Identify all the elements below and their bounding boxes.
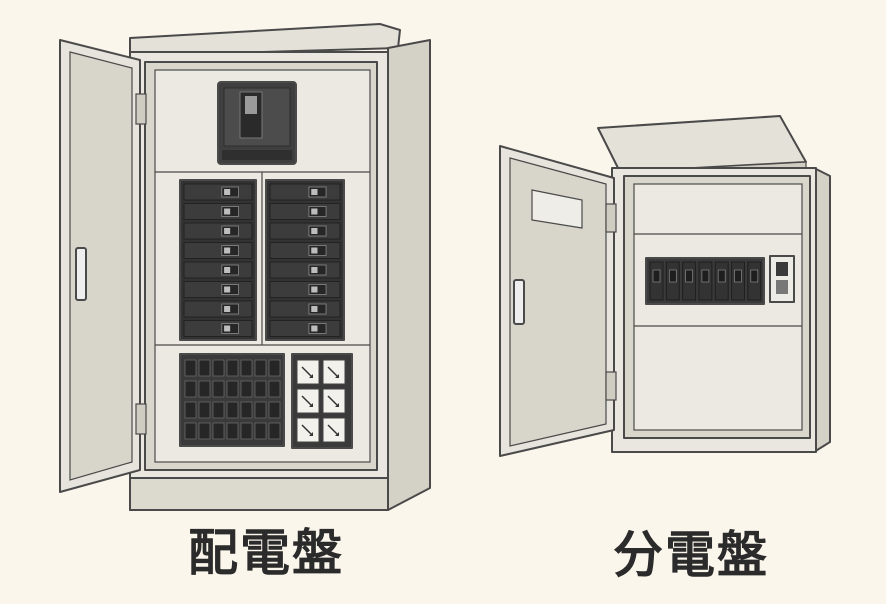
branch-breaker-icon: [269, 222, 341, 240]
grid-breaker-icon: [212, 422, 225, 440]
grid-breaker-icon: [198, 401, 211, 419]
grid-breaker-icon: [184, 380, 197, 398]
branch-breaker-icon: [183, 261, 253, 279]
grid-breaker-icon: [226, 380, 239, 398]
hinge-icon: [135, 93, 147, 125]
meter-icon: [296, 359, 320, 385]
meter-block: [291, 353, 353, 449]
grid-breaker-icon: [226, 359, 239, 377]
branch-breaker-icon: [714, 261, 729, 301]
grid-breaker-icon: [254, 401, 267, 419]
grid-breaker-icon: [198, 380, 211, 398]
branch-breaker-icon: [183, 281, 253, 298]
meter-icon: [322, 359, 346, 385]
branch-breaker-icon: [269, 242, 341, 259]
door-handle-icon: [513, 279, 525, 325]
grid-breaker-icon: [226, 401, 239, 419]
branch-breaker-icon: [698, 261, 713, 301]
main-panel-door: [59, 39, 147, 493]
branch-breaker-icon: [747, 261, 762, 301]
branch-breaker-icon: [183, 222, 253, 240]
grid-breaker-icon: [212, 359, 225, 377]
grid-breaker-icon: [240, 359, 253, 377]
grid-breaker-icon: [254, 380, 267, 398]
branch-breaker-icon: [269, 203, 341, 220]
meter-icon: [296, 417, 320, 443]
grid-breaker-icon: [254, 359, 267, 377]
branch-breaker-icon: [269, 261, 341, 279]
branch-breaker-icon: [269, 300, 341, 318]
branch-breaker-icon: [665, 261, 680, 301]
grid-breaker-icon: [184, 401, 197, 419]
branch-breaker-icon: [269, 183, 341, 201]
grid-breaker-icon: [268, 401, 281, 419]
branch-breaker-icon: [183, 183, 253, 201]
grid-breaker-icon: [254, 422, 267, 440]
grid-breaker-icon: [184, 422, 197, 440]
grid-breaker-icon: [198, 422, 211, 440]
meter-icon: [296, 388, 320, 414]
branch-breaker-icon: [682, 261, 697, 301]
grid-breaker-icon: [212, 380, 225, 398]
branch-breaker-icon: [183, 242, 253, 259]
grid-breaker-icon: [198, 359, 211, 377]
meter-icon: [322, 417, 346, 443]
breaker-grid: [179, 353, 285, 447]
sub-panel-door: [499, 145, 617, 457]
main-breaker-icon: [217, 81, 297, 165]
branch-breaker-icon: [269, 281, 341, 298]
branch-breaker-icon: [183, 320, 253, 337]
hinge-icon: [605, 203, 617, 233]
grid-breaker-icon: [212, 401, 225, 419]
branch-breaker-icon: [649, 261, 664, 301]
grid-breaker-icon: [240, 401, 253, 419]
grid-breaker-icon: [226, 422, 239, 440]
branch-breaker-column-left: [179, 179, 257, 341]
nameplate-icon: [531, 189, 583, 229]
branch-breaker-icon: [269, 320, 341, 337]
branch-breaker-icon: [183, 203, 253, 220]
sub-panel-breaker-row: [645, 255, 795, 305]
grid-breaker-icon: [184, 359, 197, 377]
grid-breaker-icon: [268, 422, 281, 440]
meter-icon: [322, 388, 346, 414]
hinge-icon: [605, 371, 617, 401]
sub-panel-cabinet: [597, 115, 831, 453]
grid-breaker-icon: [240, 380, 253, 398]
branch-breaker-icon: [183, 300, 253, 318]
branch-breaker-column-right: [265, 179, 345, 341]
door-handle-icon: [75, 247, 87, 301]
hinge-icon: [135, 403, 147, 435]
sub-panel-label: 分電盤: [613, 526, 769, 584]
grid-breaker-icon: [240, 422, 253, 440]
grid-breaker-icon: [268, 380, 281, 398]
grid-breaker-icon: [268, 359, 281, 377]
branch-breaker-icon: [731, 261, 745, 301]
main-panel-label: 配電盤: [188, 524, 344, 582]
